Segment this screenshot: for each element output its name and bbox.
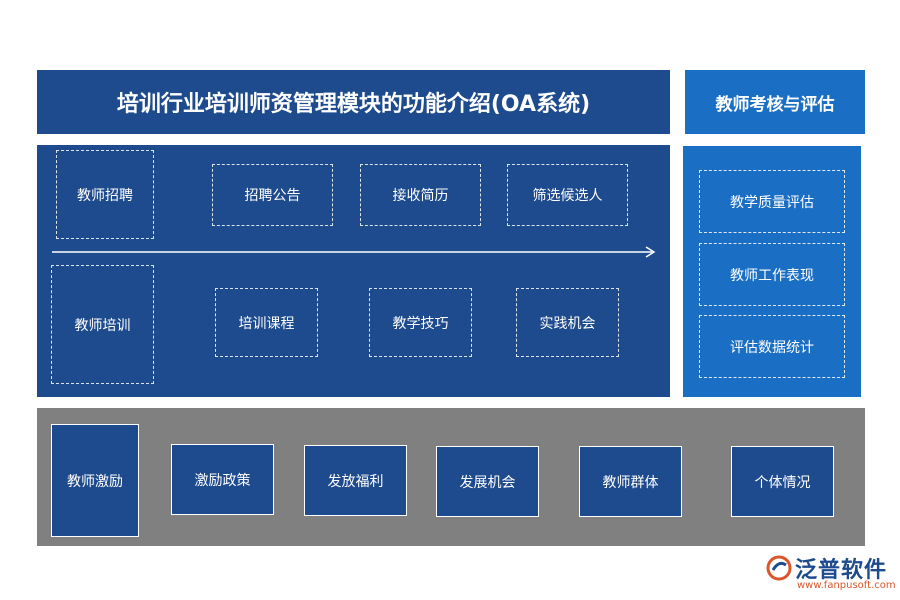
motivation-item-box: 教师群体 <box>579 446 682 517</box>
training-item: 培训课程 <box>238 315 295 332</box>
recruitment-item: 招聘公告 <box>244 188 301 204</box>
motivation-item-box: 发展机会 <box>436 446 539 517</box>
motivation-item: 教师群体 <box>602 474 659 491</box>
training-item-box: 教学技巧 <box>369 288 472 357</box>
logo-url: www.fanpusoft.com <box>797 580 896 591</box>
evaluation-item: 教学质量评估 <box>730 194 814 211</box>
training-item-box: 培训课程 <box>215 288 318 357</box>
evaluation-item: 评估数据统计 <box>730 339 814 356</box>
motivation-item-box: 发放福利 <box>304 445 407 516</box>
training-item: 实践机会 <box>539 315 596 332</box>
recruitment-item-box: 接收简历 <box>360 164 481 226</box>
evaluation-header: 教师考核与评估 <box>685 70 865 134</box>
recruitment-item: 筛选候选人 <box>532 188 603 204</box>
training-item: 教学技巧 <box>392 315 449 332</box>
evaluation-item-box: 教师工作表现 <box>699 243 845 306</box>
logo-icon <box>766 555 792 581</box>
recruitment-training-panel <box>37 145 670 397</box>
motivation-label-box: 教师激励 <box>51 424 139 537</box>
page-title: 培训行业培训师资管理模块的功能介绍(OA系统) <box>37 70 670 134</box>
recruitment-item-box: 招聘公告 <box>212 164 333 226</box>
recruitment-item: 接收简历 <box>392 188 449 204</box>
motivation-item: 激励政策 <box>194 472 251 489</box>
motivation-item: 个体情况 <box>754 474 811 491</box>
evaluation-item: 教师工作表现 <box>730 267 814 284</box>
training-item-box: 实践机会 <box>516 288 619 357</box>
recruitment-label-box: 教师招聘 <box>56 150 154 239</box>
motivation-item: 发展机会 <box>459 474 516 491</box>
evaluation-item-box: 评估数据统计 <box>699 315 845 378</box>
evaluation-panel <box>683 146 861 397</box>
motivation-item-box: 激励政策 <box>171 444 274 515</box>
logo-name: 泛普软件 <box>795 558 888 583</box>
motivation-item: 发放福利 <box>327 473 384 490</box>
flow-arrow <box>52 246 656 258</box>
recruitment-item-box: 筛选候选人 <box>507 164 628 226</box>
motivation-label: 教师激励 <box>67 473 123 490</box>
evaluation-header-text: 教师考核与评估 <box>715 94 835 115</box>
training-label: 教师培训 <box>74 317 131 334</box>
evaluation-item-box: 教学质量评估 <box>699 170 845 233</box>
motivation-item-box: 个体情况 <box>731 446 834 517</box>
training-label-box: 教师培训 <box>51 265 154 384</box>
recruitment-label: 教师招聘 <box>77 187 133 204</box>
page-title-text: 培训行业培训师资管理模块的功能介绍(OA系统) <box>116 92 591 117</box>
